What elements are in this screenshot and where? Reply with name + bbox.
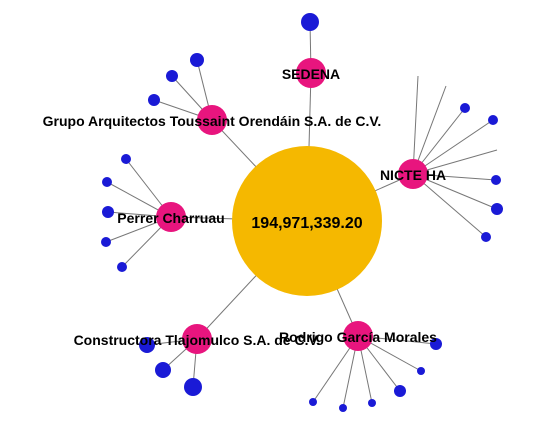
hub-node-constructora-tlajomulco[interactable] — [182, 324, 212, 354]
edge-nicte-ha-leaf-5 — [412, 173, 487, 238]
leaf-node-rodrigo-garcia-6[interactable] — [430, 338, 442, 350]
hub-node-rodrigo-garcia[interactable] — [343, 321, 373, 351]
leaf-node-grupo-arquitectos-2[interactable] — [166, 70, 178, 82]
leaf-node-constructora-tlajomulco-1[interactable] — [139, 337, 155, 353]
leaf-node-perrer-charruau-1[interactable] — [121, 154, 131, 164]
leaf-node-nicte-ha-1[interactable] — [460, 103, 470, 113]
leaf-node-constructora-tlajomulco-3[interactable] — [184, 378, 202, 396]
leaf-node-perrer-charruau-2[interactable] — [102, 177, 112, 187]
hub-label-constructora-tlajomulco: Constructora Tlajomulco S.A. de C.V. — [74, 332, 321, 348]
edge-nicte-ha-leaf-2 — [412, 119, 494, 175]
leaf-node-perrer-charruau-5[interactable] — [117, 262, 127, 272]
hub-label-grupo-arquitectos: Grupo Arquitectos Toussaint Orendáin S.A… — [43, 113, 382, 129]
leaf-node-grupo-arquitectos-1[interactable] — [190, 53, 204, 67]
edge-nicte-ha-extra-1 — [412, 75, 419, 175]
hub-label-perrer-charruau: Perrer Charruau — [117, 210, 224, 226]
nodes-layer — [101, 13, 503, 412]
leaf-node-grupo-arquitectos-3[interactable] — [148, 94, 160, 106]
hub-node-sedena[interactable] — [296, 58, 326, 88]
leaf-node-rodrigo-garcia-1[interactable] — [309, 398, 317, 406]
edge-nicte-ha-extra-2 — [412, 85, 447, 175]
leaf-node-rodrigo-garcia-4[interactable] — [394, 385, 406, 397]
leaf-node-rodrigo-garcia-5[interactable] — [417, 367, 425, 375]
leaf-node-nicte-ha-3[interactable] — [491, 175, 501, 185]
hub-node-nicte-ha[interactable] — [398, 159, 428, 189]
hub-label-rodrigo-garcia: Rodrigo García Morales — [279, 329, 437, 345]
leaf-node-sedena-1[interactable] — [301, 13, 319, 31]
hub-label-nicte-ha: NICTE HA — [380, 167, 446, 183]
center-node-label: 194,971,339.20 — [251, 215, 362, 232]
leaf-node-perrer-charruau-3[interactable] — [102, 206, 114, 218]
hub-node-grupo-arquitectos[interactable] — [197, 105, 227, 135]
hub-node-perrer-charruau[interactable] — [156, 202, 186, 232]
leaf-node-nicte-ha-5[interactable] — [481, 232, 491, 242]
leaf-node-perrer-charruau-4[interactable] — [101, 237, 111, 247]
leaf-node-nicte-ha-2[interactable] — [488, 115, 498, 125]
leaf-node-rodrigo-garcia-2[interactable] — [339, 404, 347, 412]
leaf-node-constructora-tlajomulco-2[interactable] — [155, 362, 171, 378]
hub-label-sedena: SEDENA — [282, 66, 340, 82]
leaf-node-rodrigo-garcia-3[interactable] — [368, 399, 376, 407]
edge-nicte-ha-leaf-4 — [412, 173, 498, 210]
center-node[interactable] — [232, 146, 382, 296]
leaf-node-nicte-ha-4[interactable] — [491, 203, 503, 215]
